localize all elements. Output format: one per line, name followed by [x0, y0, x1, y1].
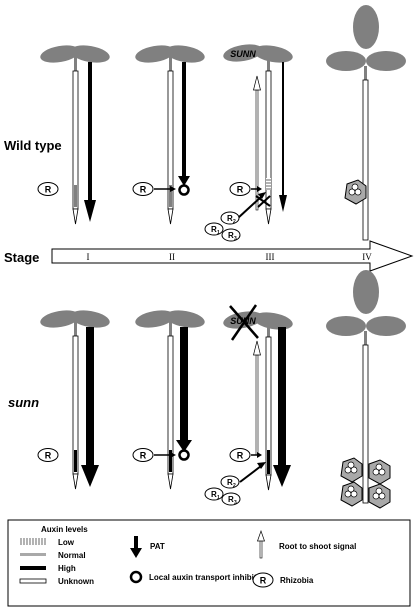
legend-pat: PAT: [130, 536, 165, 558]
wt-plant-stage-3: SUNN R R 2 R 1 R 3: [204, 44, 293, 242]
wt-r-2: R: [140, 185, 147, 195]
sunn-r3-label: R: [228, 495, 234, 504]
sunn-label: sunn: [8, 395, 39, 410]
sunn-r-2: R: [140, 451, 147, 461]
legend-box: [7, 519, 411, 607]
sunn-r2-label: R: [227, 478, 233, 487]
sunn-plant-stage-3: SUNN R R 2 R 1 R 3: [204, 304, 293, 506]
wt-r2-sub: 2: [233, 219, 236, 225]
wt-r1-label: R: [211, 225, 217, 234]
sunn-r3-sub: 3: [234, 500, 237, 506]
legend-rhizobia: R Rhizobia: [252, 572, 314, 588]
sunn-r1-sub: 1: [217, 495, 220, 501]
legend-unknown-label: Unknown: [58, 577, 94, 586]
legend-local-inhibition: Local auxin transport inhibition: [129, 570, 269, 584]
wt-r3-label: R: [228, 231, 234, 240]
stage-1: I: [87, 252, 90, 262]
legend-low-label: Low: [58, 538, 75, 547]
legend-local-inhibition-label: Local auxin transport inhibition: [149, 573, 269, 582]
stage-2: II: [169, 252, 175, 262]
legend-high: High: [20, 564, 76, 573]
legend-low: Low: [20, 538, 75, 547]
wt-r3-sub: 3: [234, 236, 237, 242]
legend-unknown: Unknown: [19, 577, 94, 586]
wt-plant-stage-4: [326, 5, 406, 241]
wt-r-3: R: [237, 185, 244, 195]
legend-rhizobia-symbol: R: [260, 576, 267, 586]
legend-high-label: High: [58, 564, 76, 573]
sunn-plant-stage-2: R: [132, 307, 207, 490]
wt-r-1: R: [45, 185, 52, 195]
stage-label: Stage: [4, 250, 39, 265]
legend-normal: Normal: [20, 551, 86, 560]
legend-title: Auxin levels: [41, 525, 88, 534]
sunn-r-1: R: [45, 451, 52, 461]
wt-r2-label: R: [227, 214, 233, 223]
stage-arrow: [51, 240, 414, 272]
wt-plant-stage-2: R: [132, 42, 207, 225]
wt-sunn-text: SUNN: [230, 49, 256, 59]
sunn-r-3: R: [237, 451, 244, 461]
legend-normal-label: Normal: [58, 551, 86, 560]
sunn-r2-sub: 2: [233, 483, 236, 489]
legend-root-to-shoot: Root to shoot signal: [257, 529, 356, 559]
sunn-r1-label: R: [211, 490, 217, 499]
wild-type-label: Wild type: [4, 138, 62, 153]
legend-pat-label: PAT: [150, 542, 165, 551]
stage-3: III: [266, 252, 275, 262]
legend-root-to-shoot-label: Root to shoot signal: [279, 542, 356, 551]
wt-plant-stage-1: R: [37, 42, 112, 225]
wt-r1-sub: 1: [217, 230, 220, 236]
stage-4: IV: [362, 252, 372, 262]
legend-rhizobia-label: Rhizobia: [280, 576, 314, 585]
sunn-plant-stage-4: [326, 270, 406, 509]
sunn-plant-stage-1: R: [37, 307, 112, 490]
